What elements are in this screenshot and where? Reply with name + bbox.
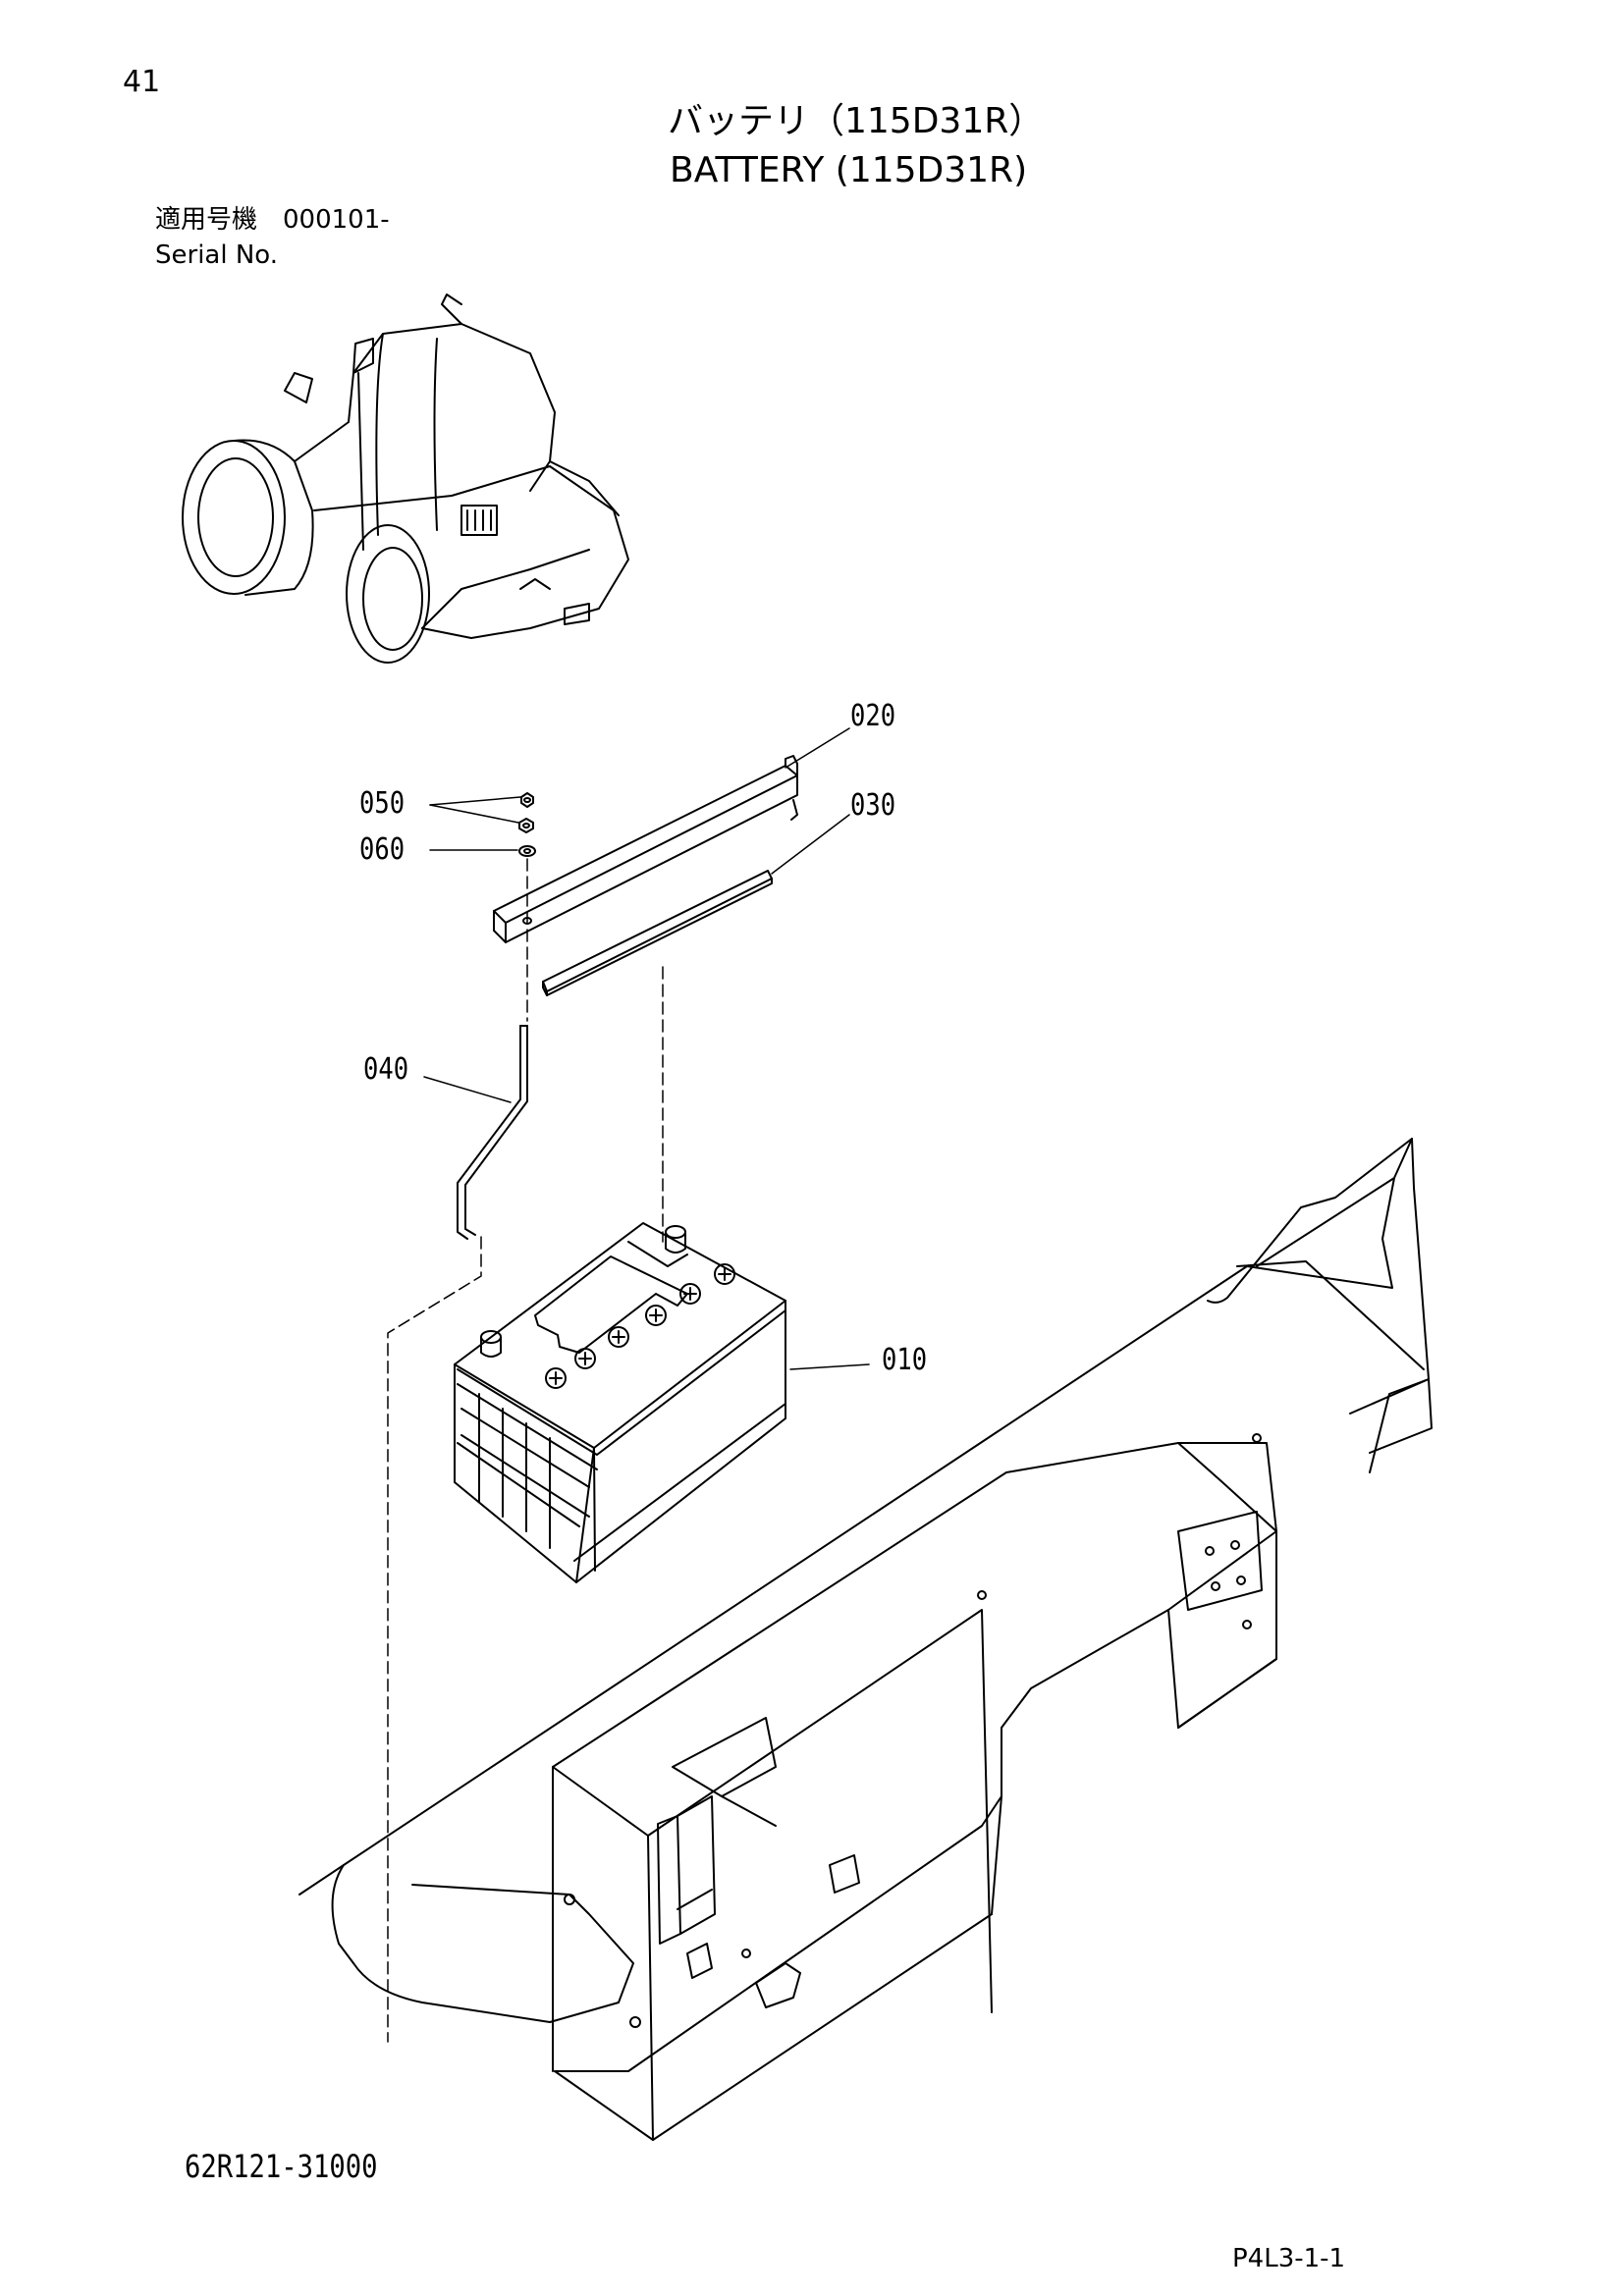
battery-cell-caps	[545, 1263, 735, 1389]
part-060-washer	[518, 845, 536, 857]
serial-value: 000101-	[283, 205, 390, 235]
vehicle-overview	[182, 294, 629, 664]
page-number: 41	[123, 65, 161, 99]
serial-info: 適用号機 000101- Serial No.	[155, 202, 390, 273]
part-040-rod	[457, 1025, 528, 1240]
leader-lines	[423, 727, 870, 1370]
part-020-holder-bracket	[493, 755, 798, 943]
title-japanese: バッテリ（115D31R）	[668, 101, 1045, 141]
callout-010: 010	[882, 1343, 928, 1377]
callout-030: 030	[850, 788, 896, 823]
part-030-pad	[542, 870, 773, 996]
callout-060: 060	[359, 832, 406, 867]
title-english: BATTERY (115D31R)	[670, 150, 1028, 190]
part-050-nuts	[518, 792, 534, 833]
serial-label-jp: 適用号機	[155, 205, 258, 235]
part-010-battery	[454, 1222, 786, 1583]
serial-label-en: Serial No.	[155, 240, 278, 270]
document-number: 62R121-31000	[185, 2148, 378, 2185]
callout-040: 040	[363, 1052, 409, 1087]
callout-050: 050	[359, 786, 406, 821]
page-code: P4L3-1-1	[1232, 2244, 1346, 2273]
frame-structure	[298, 1138, 1433, 2141]
serial-row-jp: 適用号機 000101-	[155, 202, 390, 238]
callout-020: 020	[850, 699, 896, 733]
assembly-reference-lines	[387, 858, 664, 2043]
